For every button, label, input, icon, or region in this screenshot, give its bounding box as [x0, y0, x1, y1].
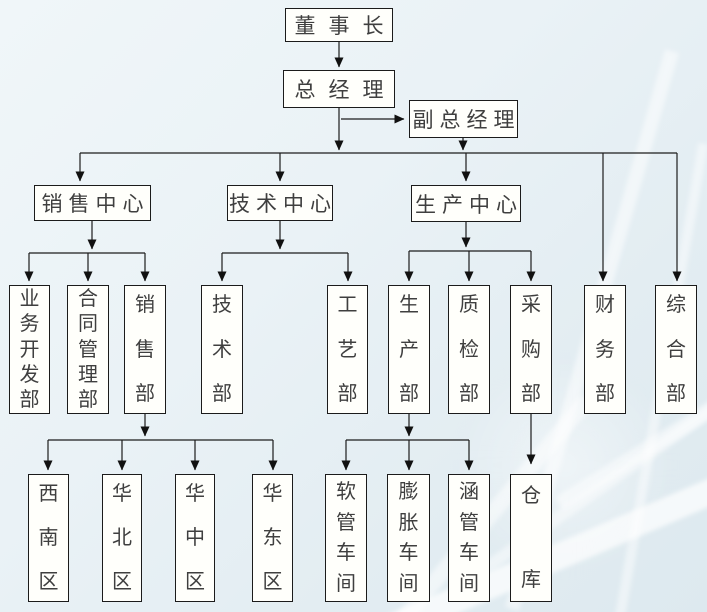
vertical-char: 部 [78, 389, 98, 411]
vertical-char: 部 [459, 383, 479, 405]
vertical-char: 间 [459, 572, 479, 595]
process-dept-box: 工艺部 [327, 285, 368, 414]
vertical-char: 工 [337, 294, 358, 316]
warehouse-box: 仓库 [510, 474, 552, 602]
vertical-char: 华 [262, 483, 283, 505]
quality-inspection-dept-box: 质检部 [448, 285, 490, 414]
expansion-workshop-box: 膨胀车间 [387, 474, 430, 602]
culvert-pipe-workshop-box: 涵管车间 [448, 474, 490, 602]
deputy-general-manager-box: 副总经理 [409, 100, 518, 138]
vertical-char: 区 [112, 571, 132, 593]
vertical-char: 综 [666, 294, 686, 316]
production-dept-box: 生产部 [388, 285, 430, 414]
vertical-char: 财 [595, 294, 615, 316]
vertical-char: 合 [78, 288, 98, 310]
vertical-char: 部 [521, 383, 541, 405]
north-china-region-box: 华北区 [102, 474, 142, 602]
vertical-char: 管 [336, 511, 356, 534]
vertical-char: 部 [212, 383, 232, 405]
southwest-region-box: 西南区 [28, 474, 69, 602]
vertical-char: 销 [135, 294, 155, 316]
vertical-char: 华 [112, 483, 132, 505]
vertical-char: 区 [185, 571, 205, 593]
sales-dept-box: 销售部 [124, 285, 166, 414]
vertical-char: 区 [38, 571, 59, 593]
vertical-char: 区 [262, 571, 283, 593]
east-china-region-box: 华东区 [252, 474, 293, 602]
vertical-char: 软 [336, 481, 356, 503]
technology-dept-box: 技术部 [201, 285, 243, 414]
vertical-char: 业 [19, 288, 40, 310]
vertical-char: 部 [595, 383, 615, 405]
vertical-char: 中 [185, 527, 205, 549]
vertical-char: 理 [78, 363, 98, 386]
vertical-char: 东 [262, 527, 283, 549]
vertical-char: 产 [399, 338, 419, 361]
production-center-box: 生产中心 [411, 185, 521, 222]
general-manager-box: 总经理 [283, 70, 395, 108]
vertical-char: 技 [212, 294, 232, 316]
chairman-box: 董事长 [285, 8, 393, 42]
central-china-region-box: 华中区 [175, 474, 215, 602]
vertical-char: 部 [399, 383, 419, 405]
vertical-char: 南 [38, 527, 59, 549]
vertical-char: 膨 [398, 481, 419, 503]
vertical-char: 部 [135, 383, 155, 405]
vertical-char: 间 [336, 572, 356, 595]
tech-center-box: 技术中心 [227, 185, 333, 221]
vertical-char: 合 [666, 338, 686, 361]
vertical-char: 开 [19, 338, 40, 361]
vertical-char: 同 [78, 313, 98, 336]
vertical-char: 华 [185, 483, 205, 505]
vertical-char: 车 [398, 542, 419, 565]
vertical-char: 采 [521, 294, 541, 316]
vertical-char: 部 [666, 383, 686, 405]
business-development-dept-box: 业务开发部 [9, 285, 50, 414]
vertical-char: 北 [112, 527, 132, 549]
vertical-char: 车 [336, 542, 356, 565]
general-affairs-dept-box: 综合部 [655, 285, 697, 414]
vertical-char: 质 [459, 294, 479, 316]
vertical-char: 间 [398, 572, 419, 595]
vertical-char: 涵 [459, 481, 479, 503]
finance-dept-box: 财务部 [584, 285, 626, 414]
hose-workshop-box: 软管车间 [325, 474, 367, 602]
vertical-char: 部 [337, 383, 358, 405]
vertical-char: 西 [38, 483, 59, 505]
vertical-char: 管 [459, 511, 479, 534]
sales-center-box: 销售中心 [34, 185, 151, 221]
contract-management-dept-box: 合同管理部 [67, 285, 109, 414]
vertical-char: 务 [19, 313, 40, 336]
vertical-char: 部 [19, 389, 40, 411]
vertical-char: 术 [212, 338, 232, 361]
vertical-char: 库 [521, 569, 541, 591]
vertical-char: 务 [595, 338, 615, 361]
vertical-char: 仓 [521, 485, 541, 507]
vertical-char: 胀 [398, 511, 419, 534]
vertical-char: 发 [19, 363, 40, 386]
vertical-char: 管 [78, 338, 98, 361]
purchasing-dept-box: 采购部 [510, 285, 552, 414]
vertical-char: 售 [135, 338, 155, 361]
vertical-char: 检 [459, 338, 479, 361]
vertical-char: 购 [521, 338, 541, 361]
vertical-char: 生 [399, 294, 419, 316]
vertical-char: 艺 [337, 338, 358, 361]
vertical-char: 车 [459, 542, 479, 565]
